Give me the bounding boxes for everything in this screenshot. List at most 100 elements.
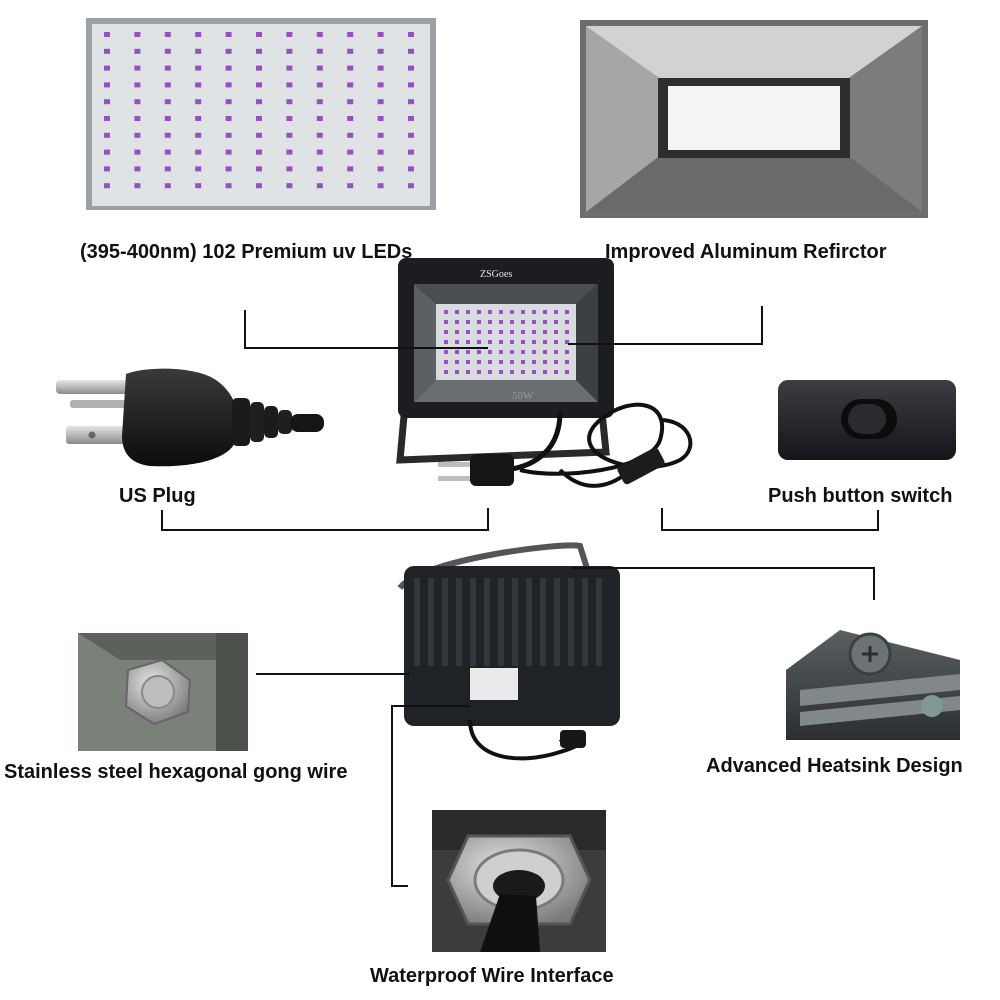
uv-led: [408, 99, 414, 105]
uv-led: [347, 166, 354, 172]
uv-led: [225, 99, 232, 105]
uv-led: [565, 350, 569, 354]
uv-led: [565, 310, 569, 314]
uv-led: [134, 48, 141, 54]
uv-led: [455, 320, 459, 324]
wattage-mark: 50W: [512, 390, 534, 402]
uv-led: [134, 99, 141, 105]
leader-line-us-plug: [161, 508, 489, 531]
uv-led: [286, 149, 293, 155]
heatsink-fin: [498, 578, 504, 666]
uv-led: [532, 320, 536, 324]
uv-led: [134, 166, 141, 172]
uv-led: [104, 32, 110, 37]
uv-led: [408, 132, 414, 138]
heatsink-fin: [512, 578, 518, 666]
uv-led: [499, 320, 503, 324]
uv-led: [532, 310, 536, 314]
uv-led: [444, 310, 448, 314]
uv-led: [316, 32, 323, 37]
uv-led: [408, 65, 414, 71]
uv-led: [316, 116, 323, 121]
caption-heatsink: Advanced Heatsink Design: [706, 755, 963, 777]
heatsink-fin: [456, 578, 462, 666]
uv-led: [510, 350, 514, 354]
uv-led: [347, 132, 354, 138]
uv-led: [532, 360, 536, 364]
uv-led: [477, 340, 481, 344]
uv-led: [510, 330, 514, 334]
uv-led: [521, 310, 525, 314]
uv-led: [225, 32, 232, 37]
uv-led: [466, 320, 470, 324]
uv-led: [195, 48, 202, 54]
uv-led: [543, 350, 547, 354]
uv-led: [225, 65, 232, 71]
uv-led: [286, 132, 293, 138]
uv-led: [521, 360, 525, 364]
uv-led: [195, 116, 202, 121]
uv-led: [477, 370, 481, 374]
uv-led: [565, 370, 569, 374]
uv-led: [444, 320, 448, 324]
uv-led: [104, 48, 110, 54]
uv-led: [286, 183, 293, 189]
uv-led: [488, 370, 492, 374]
uv-led: [195, 82, 202, 88]
uv-led: [316, 166, 323, 172]
uv-led: [195, 65, 202, 71]
uv-led: [499, 310, 503, 314]
uv-led: [510, 340, 514, 344]
uv-led: [488, 360, 492, 364]
uv-led: [316, 48, 323, 54]
caption-uv-leds: (395-400nm) 102 Premium uv LEDs: [80, 241, 413, 263]
caption-gong-wire: Stainless steel hexagonal gong wire: [4, 761, 348, 783]
heatsink-fin: [470, 578, 476, 666]
uv-led: [164, 82, 171, 88]
uv-led: [104, 149, 110, 155]
uv-led: [256, 116, 262, 121]
uv-led: [532, 340, 536, 344]
uv-led: [499, 330, 503, 334]
uv-led: [316, 65, 323, 71]
leader-line-uv-leds: [244, 310, 488, 349]
uv-led: [543, 340, 547, 344]
uv-led: [225, 132, 232, 138]
uv-led: [408, 116, 414, 121]
uv-led: [377, 166, 384, 172]
caption-wire-interface: Waterproof Wire Interface: [370, 965, 614, 987]
uv-led: [408, 183, 414, 189]
uv-led: [499, 340, 503, 344]
uv-led: [164, 149, 171, 155]
uv-led: [256, 99, 262, 105]
uv-led: [444, 340, 448, 344]
heatsink-fin: [554, 578, 560, 666]
uv-led: [488, 320, 492, 324]
floodlight-back: [397, 542, 620, 761]
uv-led: [347, 65, 354, 71]
heatsink-fin: [582, 578, 588, 666]
uv-led: [286, 82, 293, 88]
uv-led: [444, 360, 448, 364]
uv-led: [134, 132, 141, 138]
uv-led: [225, 149, 232, 155]
us-plug-photo: [56, 368, 324, 467]
uv-led: [510, 370, 514, 374]
uv-led: [347, 183, 354, 189]
uv-led: [134, 116, 141, 121]
leader-line-reflector: [568, 306, 763, 345]
uv-led: [466, 310, 470, 314]
uv-led: [134, 183, 141, 189]
leader-line-switch: [661, 508, 879, 531]
uv-led: [256, 82, 262, 88]
uv-led: [286, 48, 293, 54]
uv-led: [521, 370, 525, 374]
heatsink-fin: [484, 578, 490, 666]
uv-led: [134, 149, 141, 155]
caption-reflector: Improved Aluminum Refirctor: [605, 241, 887, 263]
uv-led: [164, 65, 171, 71]
uv-led: [377, 149, 384, 155]
uv-led: [347, 48, 354, 54]
heatsink-detail-photo: [786, 626, 960, 740]
